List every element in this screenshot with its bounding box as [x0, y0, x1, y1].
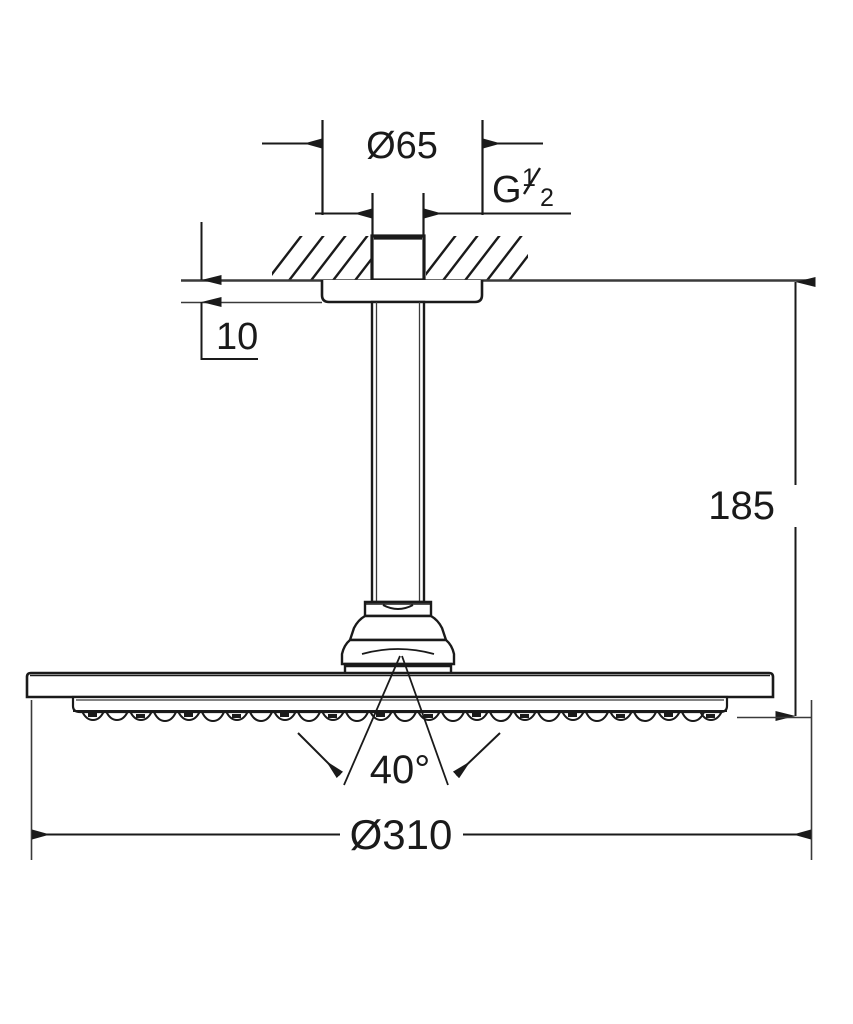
angle-leg-right: [401, 655, 449, 786]
dimension-thread-g-half: G 1 2: [315, 164, 571, 240]
angle-arrow-left: [297, 732, 344, 779]
ceiling-hatch-right: [426, 236, 528, 280]
arm-head-connector: [340, 600, 456, 676]
angle-arrow-right: [452, 732, 501, 779]
shower-arm-tube: [370, 300, 426, 604]
dimension-height-185: 185: [708, 277, 816, 721]
dim-label-g-prefix: G: [492, 169, 522, 211]
dim-label-g-numerator: 1: [522, 164, 536, 192]
dim-label-40-degrees: 40°: [370, 748, 431, 792]
dim-label-10: 10: [216, 316, 258, 358]
dimension-height-10: 10: [200, 222, 258, 360]
dimension-dia-310: Ø310: [30, 700, 813, 860]
dimension-dia-65: Ø65: [262, 120, 543, 215]
dimension-angle-40: 40°: [297, 655, 501, 792]
dim-label-dia-310: Ø310: [350, 811, 453, 858]
dim-label-dia-65: Ø65: [366, 125, 438, 167]
angle-leg-left: [343, 655, 401, 786]
shower-head-body: [25, 671, 775, 723]
threaded-nipple: [370, 234, 426, 282]
dim-label-185: 185: [708, 484, 775, 528]
dim-label-g-denominator: 2: [540, 184, 554, 212]
spray-nozzle-row: [73, 710, 727, 723]
ceiling-hatch-left: [272, 236, 371, 280]
fraction-slash: [522, 167, 542, 195]
